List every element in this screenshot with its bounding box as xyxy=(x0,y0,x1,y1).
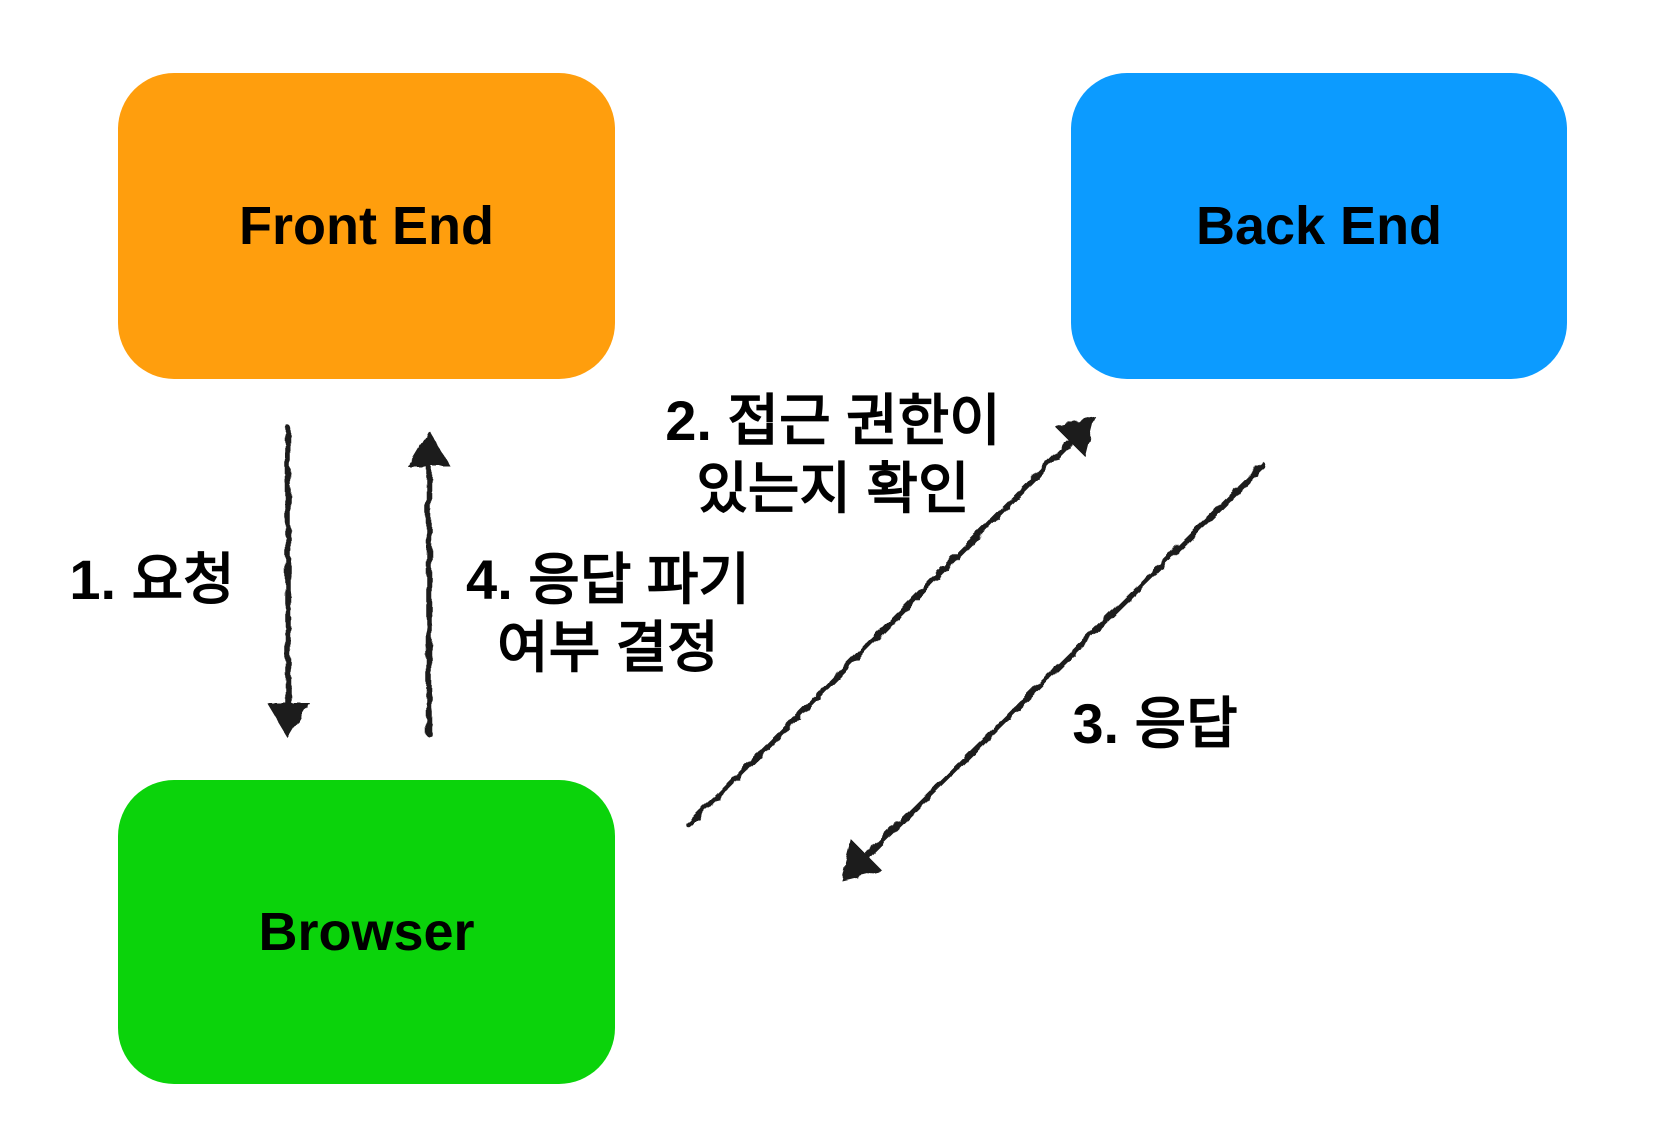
node-back-end: Back End xyxy=(1071,73,1567,379)
edge-label-check-permission: 2. 접근 권한이 있는지 확인 xyxy=(665,387,1000,523)
edge-label-check-permission-line2: 있는지 확인 xyxy=(696,457,970,520)
edge-label-check-permission-line1: 2. 접근 권한이 xyxy=(665,389,1001,452)
edge-label-discard-decision: 4. 응답 파기 여부 결정 xyxy=(466,546,750,682)
edge-label-discard-decision-line1: 4. 응답 파기 xyxy=(466,548,750,611)
node-front-end-label: Front End xyxy=(239,196,494,256)
node-browser-label: Browser xyxy=(258,902,475,962)
node-browser: Browser xyxy=(118,780,615,1084)
arrow-check-permission-diagonal xyxy=(685,415,1095,827)
edge-label-response: 3. 응답 xyxy=(1072,692,1238,755)
arrow-response-diagonal xyxy=(840,461,1265,880)
edge-label-discard-decision-line2: 여부 결정 xyxy=(497,616,719,679)
node-front-end: Front End xyxy=(118,73,615,379)
node-back-end-label: Back End xyxy=(1195,196,1443,256)
edge-label-request: 1. 요청 xyxy=(69,548,235,611)
